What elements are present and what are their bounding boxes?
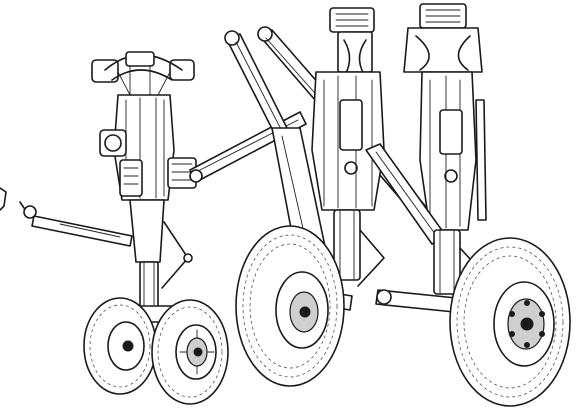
right-main-wheel xyxy=(449,237,571,407)
nose-gear-trunnion xyxy=(91,51,195,101)
nose-wheel-inboard xyxy=(83,297,157,395)
edge-mark xyxy=(0,187,7,211)
right-main-gear-trunnion xyxy=(403,3,483,73)
nose-gear-piston xyxy=(129,199,193,311)
left-main-gear xyxy=(235,7,385,387)
nose-wheel-outboard xyxy=(151,299,229,405)
left-main-gear-trunnion xyxy=(329,7,375,81)
left-main-gear-piston xyxy=(333,209,385,287)
nose-gear-tow-bar xyxy=(19,201,133,247)
left-main-wheel xyxy=(235,225,345,387)
right-main-gear xyxy=(365,3,571,407)
nose-gear xyxy=(19,51,307,405)
left-main-gear-strut xyxy=(311,71,385,211)
right-main-gear-strut xyxy=(419,71,487,231)
nose-gear-strut-body xyxy=(99,94,197,201)
right-main-gear-piston xyxy=(433,229,483,297)
